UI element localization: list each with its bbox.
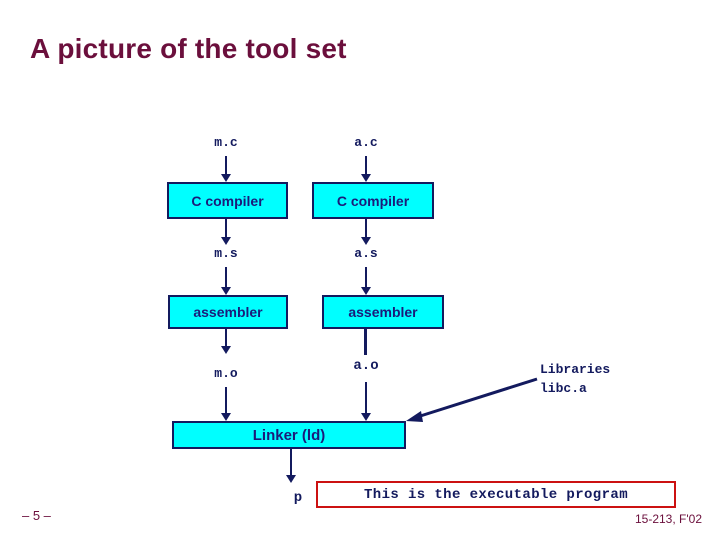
box-linker[interactable]: Linker (ld) (172, 421, 406, 449)
course-footer: 15-213, F'02 (634, 512, 702, 526)
file-label-a-o: a.o (353, 358, 379, 374)
arrow-libraries-to-linker (406, 377, 538, 422)
file-label-m-c: m.c (214, 135, 238, 150)
executable-callout: This is the executable program (316, 481, 676, 508)
box-assembler-right[interactable]: assembler (322, 295, 444, 329)
page-title: A picture of the tool set (30, 33, 347, 64)
arrow-assembler-to-ao-shaft (364, 329, 367, 355)
box-label: C compiler (336, 192, 410, 209)
libraries-line-2: libc.a (540, 381, 587, 396)
page-number: – 5 – (22, 508, 51, 523)
libraries-label: Libraries libc.a (540, 360, 610, 398)
file-label-a-c: a.c (354, 135, 378, 150)
box-assembler-left[interactable]: assembler (168, 295, 288, 329)
file-label-a-s: a.s (354, 246, 378, 261)
file-label-p: p (293, 490, 303, 506)
box-label: Linker (ld) (252, 426, 326, 444)
box-label: C compiler (191, 192, 264, 209)
box-label: assembler (348, 304, 418, 320)
executable-callout-text: This is the executable program (363, 486, 629, 503)
file-label-m-o: m.o (214, 366, 238, 381)
file-label-m-s: m.s (214, 246, 238, 261)
box-c-compiler-right[interactable]: C compiler (312, 182, 434, 219)
box-c-compiler-left[interactable]: C compiler (167, 182, 288, 219)
box-label: assembler (193, 304, 263, 320)
libraries-line-1: Libraries (540, 362, 611, 377)
